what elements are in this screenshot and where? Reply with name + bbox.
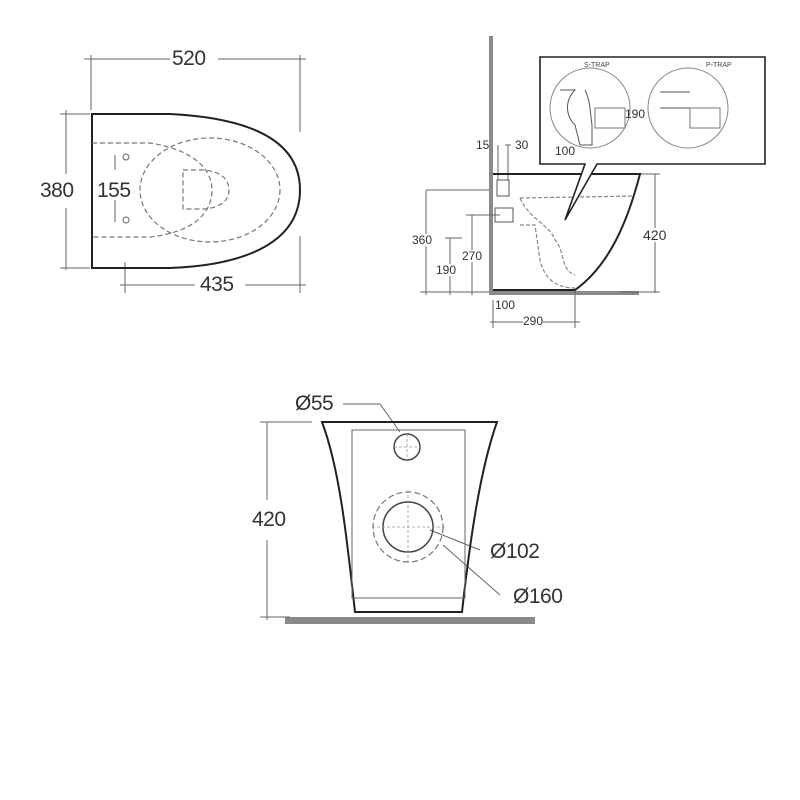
plan-width-dimension: 520: [172, 47, 206, 70]
inlet-diameter-label: Ø55: [295, 392, 334, 415]
s-trap-dimension: 100: [555, 144, 576, 158]
inlet-height-dimension: 360: [412, 233, 433, 247]
s-trap-title: S-TRAP: [584, 62, 610, 69]
outlet-outer-diameter-label: Ø160: [513, 585, 563, 608]
plan-depth-dimension: 380: [40, 179, 74, 202]
outlet-offset-dimension: 100: [495, 298, 516, 312]
rear-height-dimension: 420: [252, 508, 286, 531]
side-height-dimension: 420: [643, 227, 667, 243]
fixing-height-dimension: 270: [462, 249, 483, 263]
side-view: [420, 36, 766, 328]
wall-offset-15: 15: [476, 138, 490, 152]
plan-view: [60, 55, 306, 293]
rear-view: [260, 403, 535, 624]
wall-offset-30: 30: [515, 138, 529, 152]
plan-projection-dimension: 435: [200, 273, 234, 296]
fixing-spacing-dimension: 155: [97, 179, 131, 202]
outlet-diameter-label: Ø102: [490, 540, 540, 563]
outlet-projection-dimension: 290: [523, 314, 544, 328]
p-trap-dimension: 190: [625, 107, 646, 121]
outlet-height-dimension: 190: [436, 263, 457, 277]
p-trap-title: P-TRAP: [706, 62, 732, 69]
